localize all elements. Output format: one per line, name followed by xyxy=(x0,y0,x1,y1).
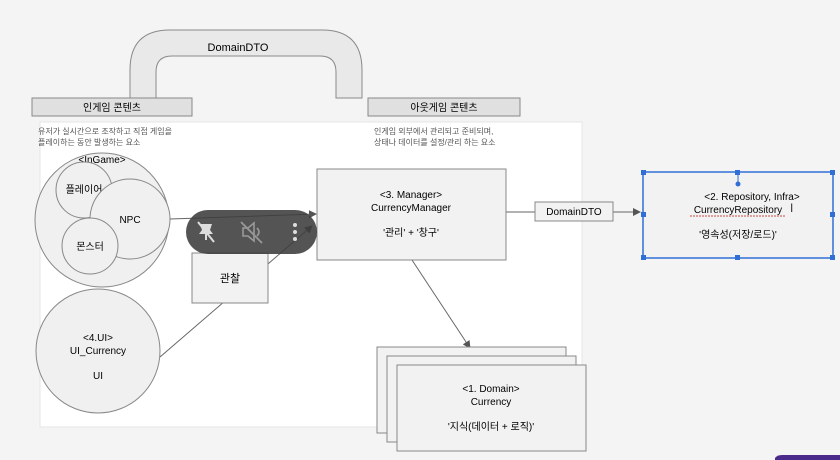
npc-label: NPC xyxy=(119,215,140,226)
ui-circle xyxy=(35,288,161,414)
more-icon[interactable] xyxy=(293,223,297,241)
rotate-handle[interactable] xyxy=(735,181,741,187)
ui-line2: UI_Currency xyxy=(70,346,126,357)
manager-to-domain-connector xyxy=(411,259,471,349)
ingame-desc-line1: 유저가 실시간으로 조작하고 직접 게임을 xyxy=(38,126,172,136)
video-controls-overlay xyxy=(186,210,317,254)
arc-label: DomainDTO xyxy=(208,42,269,54)
manager-line3: '관리' + '창구' xyxy=(383,227,439,239)
mute-icon[interactable] xyxy=(240,221,263,244)
resize-handle-br[interactable] xyxy=(830,255,835,260)
pin-off-icon[interactable] xyxy=(197,221,215,243)
monster-circle xyxy=(61,217,119,275)
repository-line2: CurrencyRepository xyxy=(694,205,782,216)
ui-line1: <4.UI> xyxy=(83,333,113,344)
resize-handle-tl[interactable] xyxy=(641,170,646,175)
repository-node[interactable]: <2. Repository, Infra> CurrencyRepositor… xyxy=(641,170,835,260)
ingame-group-label: <InGame> xyxy=(78,155,125,166)
resize-handle-tr[interactable] xyxy=(830,170,835,175)
resize-handle-b[interactable] xyxy=(735,255,740,260)
manager-box xyxy=(316,168,507,261)
monster-label: 몬스터 xyxy=(76,241,104,253)
outgame-header: 아웃게임 콘텐츠 xyxy=(410,101,477,114)
text-cursor-icon: I xyxy=(790,201,793,215)
domain-dto-arc xyxy=(129,29,363,99)
domain-line1: <1. Domain> xyxy=(462,384,519,395)
ingame-header-box xyxy=(31,97,193,117)
corner-widget[interactable] xyxy=(775,455,840,460)
domain-line3: '지식(데이터 + 로직)' xyxy=(448,421,534,433)
dto-box xyxy=(534,201,614,222)
domain-box-front xyxy=(396,364,587,452)
repository-line1: <2. Repository, Infra> xyxy=(704,192,800,203)
manager-line2: CurrencyManager xyxy=(371,203,452,214)
resize-handle-r[interactable] xyxy=(830,212,835,217)
ingame-desc-line2: 플레이하는 동안 발생하는 요소 xyxy=(38,137,140,147)
domain-line2: Currency xyxy=(471,397,512,408)
resize-handle-l[interactable] xyxy=(641,212,646,217)
dto-label: DomainDTO xyxy=(546,207,602,218)
ui-line3: UI xyxy=(93,371,103,382)
manager-line1: <3. Manager> xyxy=(380,190,442,201)
observe-label: 관찰 xyxy=(220,272,240,285)
resize-handle-t[interactable] xyxy=(735,170,740,175)
outgame-desc-line2: 상태나 데이터를 설정/관리 하는 요소 xyxy=(374,137,496,147)
resize-handle-bl[interactable] xyxy=(641,255,646,260)
outgame-header-box xyxy=(367,97,521,117)
outgame-desc-line1: 인게임 외부에서 관리되고 준비되며, xyxy=(374,126,493,136)
player-label: 플레이어 xyxy=(66,184,103,196)
ingame-header: 인게임 콘텐츠 xyxy=(83,101,141,114)
repository-line3: '영속성(저장/로드)' xyxy=(699,229,777,241)
observe-box xyxy=(191,252,269,304)
